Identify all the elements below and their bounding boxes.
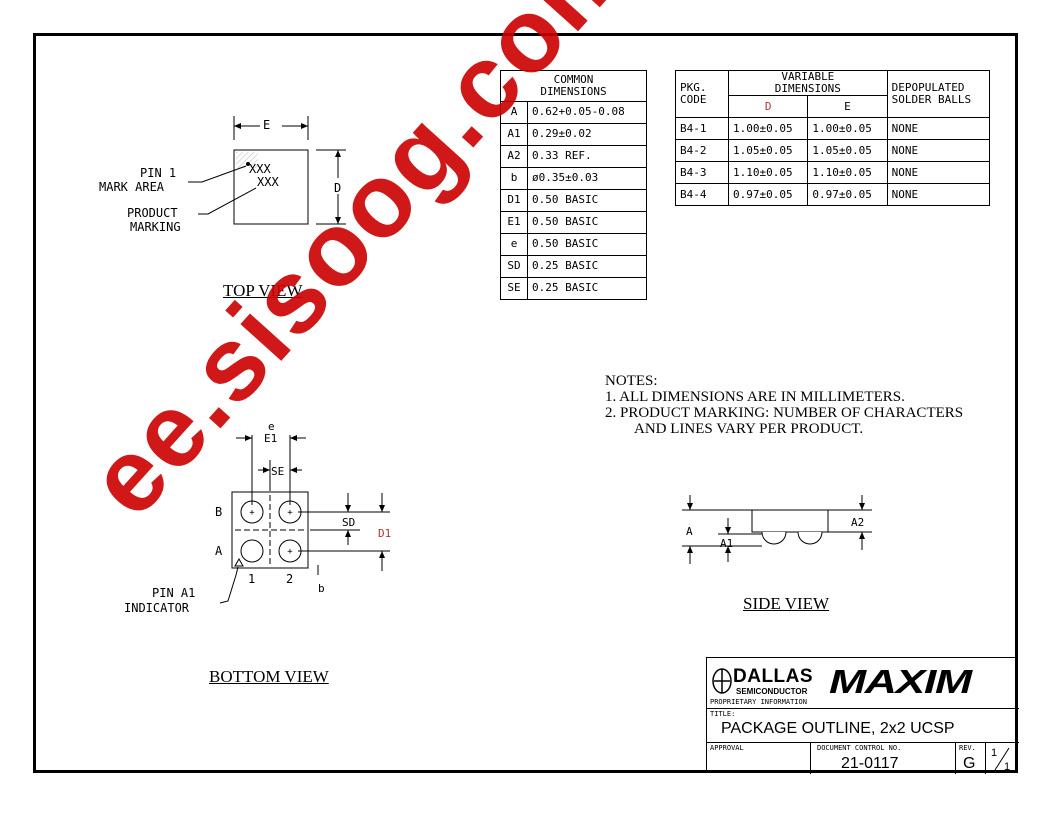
pin1-label-line2: MARK AREA	[99, 180, 165, 194]
document-control-label: DOCUMENT CONTROL NO.	[817, 744, 902, 752]
svg-text:+: +	[249, 508, 255, 518]
side-view-title: SIDE VIEW	[743, 594, 830, 613]
dim-sd-label: SD	[342, 516, 356, 529]
notes-heading: NOTES:	[605, 373, 658, 389]
sheet-total: 1	[1004, 761, 1011, 773]
column-e-header: E	[807, 95, 888, 119]
sheet-number: 1	[991, 747, 998, 759]
dim-e-label: e	[268, 420, 275, 433]
revision-label: REV.	[959, 744, 976, 752]
dallas-wordmark: DALLAS	[733, 666, 814, 687]
dim-e1-label: E1	[264, 432, 278, 445]
note-3: AND LINES VARY PER PRODUCT.	[634, 421, 864, 437]
product-marking-line1: PRODUCT	[127, 206, 178, 220]
svg-text:+: +	[287, 508, 293, 518]
svg-text:+: +	[287, 547, 293, 557]
drawing-title: PACKAGE OUTLINE, 2x2 UCSP	[721, 720, 955, 737]
row-label-b: B	[215, 505, 223, 519]
bottom-view-drawing: + + +	[219, 435, 390, 604]
dim-b-label: b	[318, 582, 325, 595]
chip-marking-line1: XXX	[249, 162, 271, 176]
pin1-label-line1: PIN 1	[140, 166, 177, 180]
bottom-view-title: BOTTOM VIEW	[209, 667, 329, 686]
pkg-code-header: PKG.CODE	[675, 69, 729, 119]
pin-a1-label-line2: INDICATOR	[124, 601, 190, 615]
top-view-d-label: D	[334, 181, 342, 195]
proprietary-label: PROPRIETARY INFORMATION	[710, 698, 807, 706]
drawing-frame	[33, 33, 1018, 773]
chip-marking-line2: XXX	[257, 175, 279, 189]
top-view-drawing	[188, 116, 346, 225]
note-1: 1. ALL DIMENSIONS ARE IN MILLIMETERS.	[605, 389, 905, 405]
row-label-a: A	[215, 544, 223, 558]
side-dim-a1-label: A1	[720, 537, 734, 550]
side-view-drawing	[682, 495, 872, 564]
approval-label: APPROVAL	[710, 744, 744, 752]
top-view-title: TOP VIEW	[223, 281, 303, 300]
column-label-2: 2	[286, 572, 294, 586]
column-d-header: D	[727, 95, 809, 119]
sheet-fraction-slash	[994, 747, 1010, 771]
dim-se-label: SE	[271, 465, 285, 478]
semiconductor-wordmark: SEMICONDUCTOR	[736, 687, 808, 696]
side-dim-a2-label: A2	[851, 516, 865, 529]
dim-d1-label: D1	[378, 527, 392, 540]
product-marking-line2: MARKING	[130, 220, 181, 234]
document-number: 21-0117	[841, 755, 899, 772]
maxim-logo: MAXIM	[829, 663, 972, 700]
title-block: DALLAS SEMICONDUCTOR MAXIM PROPRIETARY I…	[706, 657, 1019, 774]
title-field-label: TITLE:	[710, 710, 736, 718]
pin-a1-label-line1: PIN A1	[152, 586, 196, 600]
dallas-logo-icon	[712, 668, 732, 694]
revision-value: G	[963, 755, 976, 772]
note-2: 2. PRODUCT MARKING: NUMBER OF CHARACTERS	[605, 405, 964, 421]
column-label-1: 1	[248, 572, 256, 586]
side-dim-a-label: A	[686, 525, 693, 538]
top-view-e-label: E	[263, 118, 271, 132]
